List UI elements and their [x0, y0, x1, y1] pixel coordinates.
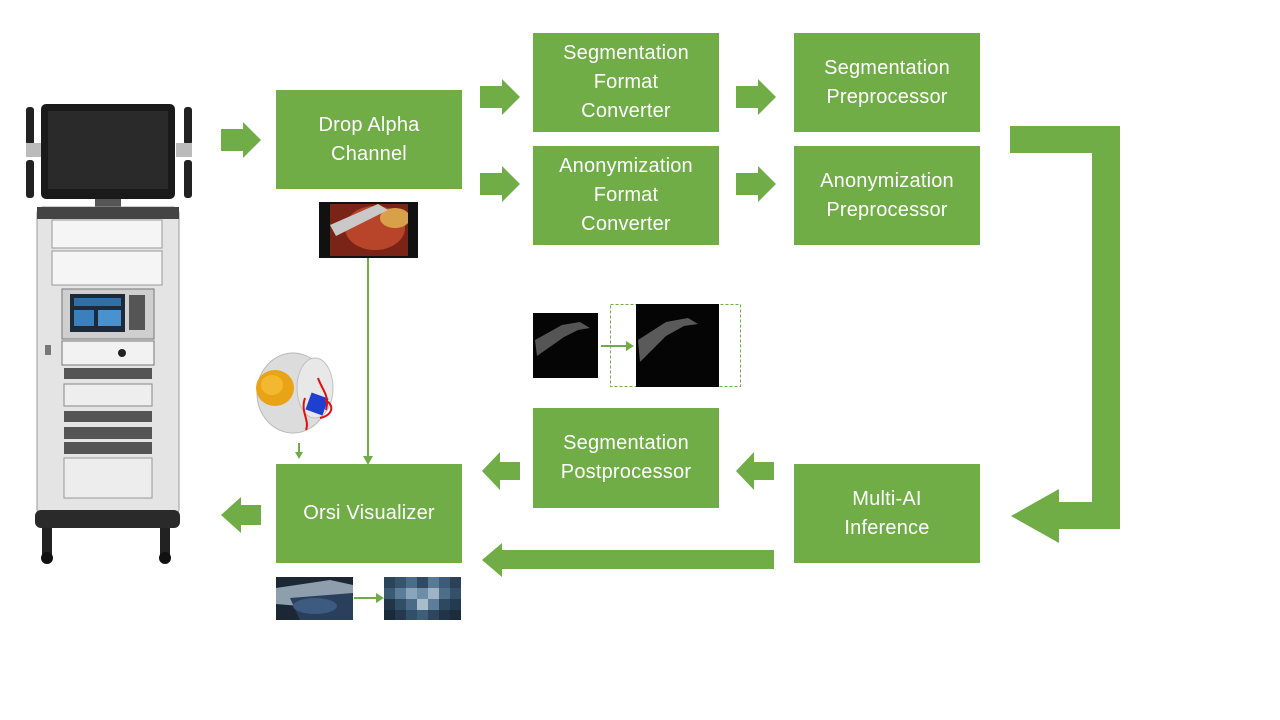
box-line: Anonymization	[820, 169, 954, 192]
multi-ai-inference-box: Multi-AI Inference	[794, 464, 980, 563]
box-line: Segmentation	[824, 56, 950, 79]
drop-alpha-channel-box: Drop Alpha Channel	[276, 90, 462, 189]
pixelated-frame-thumbnail	[384, 577, 461, 620]
segmentation-preprocessor-box: Segmentation Preprocessor	[794, 33, 980, 132]
arrow-to-anon-format	[480, 166, 520, 202]
box-line: Preprocessor	[826, 85, 948, 108]
endoscopy-frame-thumbnail	[319, 202, 418, 258]
box-line: Format	[593, 71, 659, 93]
box-line: Segmentation	[563, 432, 689, 454]
box-line: Channel	[331, 142, 407, 165]
orsi-visualizer-box: Orsi Visualizer	[276, 464, 462, 563]
box-line: Format	[593, 184, 659, 206]
box-line: Converter	[581, 100, 671, 122]
segmentation-format-converter-box: Segmentation Format Converter	[533, 33, 719, 132]
arrow-to-seg-format	[480, 79, 520, 115]
anonymization-preprocessor-box: Anonymization Preprocessor	[794, 146, 980, 245]
box-line: Drop Alpha	[318, 113, 420, 136]
original-frame-thumbnail	[276, 577, 353, 620]
box-line: Converter	[581, 213, 671, 235]
segmentation-postprocessor-box: Segmentation Postprocessor	[533, 408, 719, 508]
box-line: Segmentation	[563, 42, 689, 64]
3d-organ-model-icon	[256, 352, 334, 434]
box-line: Orsi Visualizer	[303, 502, 435, 524]
box-line: Multi-AI	[852, 487, 922, 510]
segmentation-mask-small-thumbnail	[533, 313, 598, 378]
arrow-to-anon-pre	[736, 166, 776, 202]
arrow-preprocessors-to-multi-ai	[1010, 126, 1120, 543]
box-line: Inference	[844, 516, 930, 539]
arrow-orsi-to-device	[221, 497, 261, 533]
box-line: Anonymization	[559, 155, 693, 177]
arrow-to-seg-post	[736, 452, 774, 490]
anonymization-format-converter-box: Anonymization Format Converter	[533, 146, 719, 245]
arrow-multi-ai-to-orsi	[482, 543, 774, 577]
arrow-device-to-drop-alpha	[221, 122, 261, 158]
arrow-to-seg-pre	[736, 79, 776, 115]
segmentation-mask-large-thumbnail	[610, 304, 741, 387]
arrow-seg-post-to-orsi	[482, 452, 520, 490]
box-line: Preprocessor	[826, 198, 948, 221]
box-line: Postprocessor	[560, 461, 692, 483]
